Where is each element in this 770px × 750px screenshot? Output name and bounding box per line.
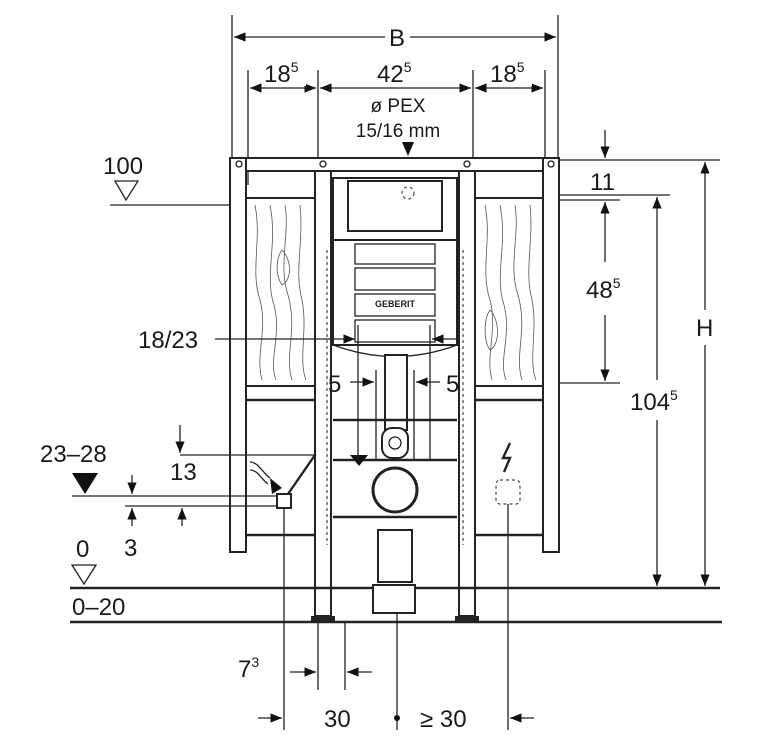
svg-text:100: 100 [103, 153, 143, 180]
dim-top-right: 185 [490, 59, 525, 88]
floor-levels: 0 0–20 [70, 536, 722, 624]
dim-104: 1045 [630, 387, 678, 416]
dim-5-left: 5 [328, 371, 341, 398]
geberit-logo: GEBERIT [375, 299, 416, 309]
dim-48: 485 [586, 275, 621, 304]
dim-top-left: 185 [264, 59, 299, 88]
electrical-icon [501, 442, 512, 473]
level-0-20: 0–20 [72, 594, 125, 621]
level-triangle-filled-icon [72, 473, 98, 494]
level-0: 0 [76, 536, 89, 563]
dimensions-right: 11 485 1045 H [560, 130, 720, 586]
dim-5-right: 5 [446, 371, 459, 398]
dimensions-bottom: 73 30 ≥ 30 [238, 504, 534, 733]
installation-frame: GEBERIT [229, 157, 560, 621]
pipe-size: 15/16 mm [356, 121, 440, 142]
label-b: B [389, 25, 405, 52]
level-triangle-icon-0 [70, 564, 98, 586]
dim-18-23: 18/23 [138, 327, 198, 354]
dim-7: 73 [238, 654, 259, 683]
water-inlet-arrow-icon-center [350, 455, 368, 466]
dim-ge-30: ≥ 30 [420, 706, 467, 733]
level-triangle-icon [113, 180, 140, 202]
dimension-top-segments: 185 425 185 ø PEX 15/16 mm [247, 59, 546, 185]
dim-3: 3 [124, 535, 137, 562]
dim-30: 30 [324, 706, 351, 733]
pipe-arrow-icon [402, 142, 414, 156]
dimensions-left: 23–28 13 3 [40, 425, 315, 562]
dim-11: 11 [590, 169, 615, 196]
water-inlet-arrow-icon [270, 478, 282, 494]
pipe-label: ø PEX [371, 96, 426, 117]
dim-top-center: 425 [377, 59, 412, 88]
dim-23-28: 23–28 [40, 441, 107, 468]
dim-13: 13 [170, 459, 197, 486]
level-100: 100 [103, 153, 232, 206]
dimension-b: B [231, 15, 559, 160]
label-h: H [696, 315, 713, 342]
dimensions-center: 18/23 5 5 [138, 325, 460, 460]
